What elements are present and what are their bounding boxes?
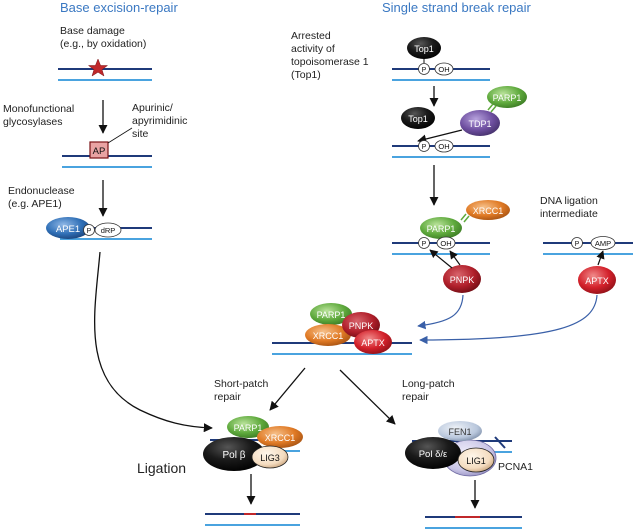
- svg-text:XRCC1: XRCC1: [473, 206, 504, 216]
- parp1-node: [310, 303, 352, 325]
- amp-node: [590, 236, 616, 250]
- svg-text:AMP: AMP: [595, 239, 611, 248]
- lig1-node: [457, 447, 495, 473]
- svg-text:Top1: Top1: [408, 114, 428, 124]
- label-ap-site: Apurinic/ apyrimidinic site: [132, 102, 188, 140]
- ssbr-complex-dna: PARP1 XRCC1 PNPK APTX: [272, 303, 412, 355]
- svg-text:Top1: Top1: [414, 44, 434, 54]
- pol-delta-node: [405, 437, 461, 469]
- arrow-long-patch: [339, 369, 396, 425]
- label-endonuclease: Endonuclease (e.g. APE1): [8, 185, 75, 210]
- parp1-node: [487, 86, 527, 108]
- xrcc1-node: [257, 426, 303, 448]
- svg-text:PARP1: PARP1: [234, 423, 263, 433]
- long-patch-complex: FEN1 Pol δ/ε LIG1: [405, 421, 512, 477]
- svg-text:FEN1: FEN1: [448, 427, 471, 437]
- ssbr-top1-dna: Top1 P OH: [392, 37, 490, 81]
- svg-text:Pol β: Pol β: [223, 450, 246, 461]
- pnpk-node: [443, 265, 481, 293]
- label-short-patch-repair: Short-patch repair: [214, 378, 269, 403]
- ssbr-tdp1-dna: Top1 TDP1 PARP1 P OH: [392, 86, 527, 158]
- label-monofunctional-glycosylases: Monofunctional glycosylases: [3, 103, 75, 128]
- ber-damaged-dna: [58, 58, 152, 81]
- ap-site-box: [89, 141, 109, 159]
- svg-text:APTX: APTX: [361, 338, 385, 348]
- svg-text:P: P: [422, 241, 427, 248]
- svg-text:P: P: [422, 144, 427, 151]
- svg-text:PNPK: PNPK: [450, 275, 475, 285]
- phosphate-p: [418, 140, 430, 152]
- ber-ape1-dna: APE1 P dRP: [46, 217, 152, 240]
- pol-beta-node: [203, 437, 265, 471]
- header-single-strand-break-repair: Single strand break repair: [382, 0, 531, 15]
- ber-ap-dna: AP: [62, 127, 152, 168]
- phosphate-p: [418, 237, 430, 249]
- long-patch-repaired-dna: [425, 516, 522, 529]
- top1-node: [401, 107, 435, 129]
- svg-text:PARP1: PARP1: [317, 310, 346, 320]
- svg-text:dRP: dRP: [101, 226, 116, 235]
- phosphate-p: [83, 224, 95, 236]
- short-patch-repaired-dna: [205, 513, 300, 526]
- svg-text:APE1: APE1: [56, 224, 80, 235]
- svg-text:XRCC1: XRCC1: [265, 433, 296, 443]
- arrow-aptx-to-complex: [419, 294, 598, 345]
- aptx-node: [578, 266, 616, 294]
- phosphate-p: [571, 237, 583, 249]
- oh-node: [436, 236, 456, 250]
- oh-node: [434, 139, 454, 153]
- svg-text:P: P: [422, 67, 427, 74]
- label-ligation: Ligation: [137, 460, 187, 476]
- arrow-pnpk-to-complex: [417, 294, 464, 330]
- svg-text:LIG3: LIG3: [260, 453, 280, 463]
- arrow-short-patch: [269, 367, 306, 411]
- drp-node: [94, 222, 122, 238]
- ssbr-parp1-dna: PARP1 XRCC1 P OH PNPK: [392, 200, 510, 293]
- parp1-node: [227, 416, 269, 438]
- svg-text:XRCC1: XRCC1: [313, 331, 344, 341]
- svg-text:OH: OH: [440, 239, 451, 248]
- svg-text:P: P: [575, 241, 580, 248]
- svg-text:OH: OH: [438, 142, 449, 151]
- svg-text:APTX: APTX: [585, 276, 609, 286]
- fen1-node: [438, 421, 482, 441]
- aptx-node: [354, 330, 392, 354]
- svg-text:P: P: [87, 228, 92, 235]
- lig3-node: [251, 445, 289, 469]
- svg-text:OH: OH: [438, 65, 449, 74]
- svg-text:LIG1: LIG1: [466, 456, 486, 466]
- svg-text:PARP1: PARP1: [427, 224, 456, 234]
- top1-node: [407, 37, 441, 59]
- arrow-ber-to-ligation: [93, 251, 213, 433]
- ssbr-ligation-intermediate-dna: P AMP APTX: [543, 236, 633, 294]
- svg-text:AP: AP: [93, 146, 106, 157]
- short-patch-complex: PARP1 XRCC1 Pol β LIG3: [203, 416, 303, 471]
- phosphate-p: [418, 63, 430, 75]
- svg-text:Pol δ/ε: Pol δ/ε: [419, 449, 448, 460]
- header-base-excision-repair: Base excision-repair: [60, 0, 178, 15]
- label-pcna1: PCNA1: [498, 461, 534, 473]
- xrcc1-node: [466, 200, 510, 220]
- xrcc1-node: [305, 324, 351, 346]
- label-arrested-top1: Arrested activity of topoisomerase 1 (To…: [291, 30, 369, 81]
- ape1-node: [46, 217, 90, 239]
- label-base-damage: Base damage (e.g., by oxidation): [60, 25, 147, 50]
- parp1-node: [420, 217, 462, 239]
- label-dna-ligation-intermediate: DNA ligation intermediate: [540, 195, 598, 220]
- svg-text:TDP1: TDP1: [468, 119, 491, 129]
- svg-text:PNPK: PNPK: [349, 321, 374, 331]
- svg-text:PARP1: PARP1: [493, 93, 522, 103]
- tdp1-node: [460, 110, 500, 136]
- damage-star-icon: [87, 58, 109, 77]
- label-long-patch-repair: Long-patch repair: [402, 378, 455, 403]
- oh-node: [434, 62, 454, 76]
